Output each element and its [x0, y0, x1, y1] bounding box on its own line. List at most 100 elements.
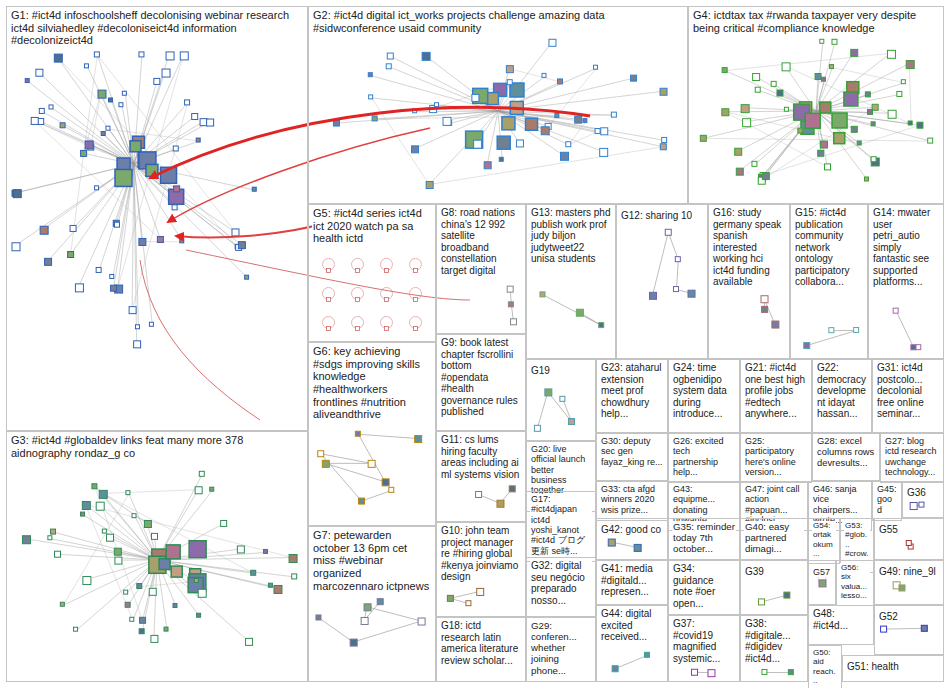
- group-label: G48: #ict4d...: [812, 608, 870, 631]
- group-label: G56: six valua... lesso...: [840, 563, 870, 600]
- vertex-layer: [12, 39, 933, 676]
- vertex-marker: [96, 502, 104, 510]
- group-label: G9: book latest chapter fscrollini botto…: [440, 337, 522, 418]
- group-label: G35: reminder today 7th october...: [672, 521, 736, 554]
- vertex-marker: [851, 49, 858, 56]
- group-label: G30: deputy sec gen fayaz_king re...: [600, 436, 664, 467]
- vertex-edge: [321, 454, 362, 501]
- group-label: G10: john team project manager re #hirin…: [440, 525, 522, 583]
- vertex-marker: [106, 534, 113, 541]
- vertex-edge: [390, 56, 498, 111]
- vertex-marker: [426, 182, 433, 189]
- vertex-marker: [264, 549, 268, 553]
- vertex-marker: [137, 584, 142, 589]
- vertex-edge: [816, 111, 854, 129]
- vertex-marker: [386, 64, 391, 69]
- vertex-marker: [94, 52, 99, 57]
- vertex-edge: [537, 392, 547, 428]
- vertex-edge: [134, 164, 248, 278]
- vertex-marker: [815, 73, 821, 79]
- vertex-edge: [816, 111, 867, 180]
- vertex-marker: [777, 90, 783, 96]
- vertex-marker: [569, 419, 575, 425]
- vertex-marker: [106, 126, 110, 130]
- vertex-marker: [675, 257, 680, 262]
- vertex-marker: [832, 39, 837, 44]
- vertex-marker: [851, 126, 857, 132]
- vertex-marker: [921, 625, 927, 631]
- vertex-marker: [55, 551, 61, 557]
- group-box: G40: easy partnered dimagi...: [740, 518, 808, 560]
- vertex-marker: [758, 599, 764, 605]
- vertex-marker: [25, 79, 29, 83]
- vertex-marker: [210, 487, 214, 491]
- group-box: G30: deputy sec gen fayaz_king re...: [596, 433, 668, 481]
- vertex-marker: [207, 119, 214, 126]
- vertex-marker: [752, 161, 757, 166]
- vertex-marker: [368, 73, 372, 77]
- vertex-marker: [901, 80, 905, 84]
- vertex-edge: [358, 434, 417, 438]
- vertex-marker: [95, 186, 99, 190]
- vertex-marker: [631, 75, 637, 81]
- vertex-marker: [867, 109, 872, 114]
- vertex-marker: [356, 297, 360, 301]
- group-label: G52: [878, 611, 899, 623]
- vertex-marker: [708, 670, 715, 677]
- vertex-edge: [157, 560, 295, 577]
- group-box: G18: ictd research latin america literat…: [436, 617, 526, 682]
- vertex-edge: [97, 55, 133, 164]
- group-box: G50: aid reach...: [808, 645, 842, 688]
- vertex-marker: [139, 238, 146, 245]
- vertex-marker: [195, 487, 202, 494]
- group-label: G5: #ict4d series ict4d ict 2020 watch p…: [312, 207, 432, 245]
- group-box: G26: excited tech partnership help...: [668, 433, 740, 483]
- group-box: G57: [808, 560, 836, 605]
- vertex-edge: [109, 129, 199, 141]
- vertex-marker: [162, 69, 170, 77]
- group-box: G22: democracy development idayat hassan…: [812, 359, 872, 433]
- group-label: G49: nine_9l: [878, 566, 937, 578]
- vertex-edge: [113, 164, 134, 277]
- vertex-marker: [81, 150, 87, 156]
- vertex-marker: [99, 490, 107, 498]
- vertex-marker: [871, 122, 875, 126]
- group-label: G16: study germany speak spanish interes…: [712, 207, 786, 288]
- vertex-marker: [124, 590, 128, 594]
- group-box: G24: time ogbenidipo system data during …: [668, 359, 740, 433]
- vertex-marker: [871, 157, 876, 162]
- vertex-edge: [446, 111, 498, 120]
- group-box: G32: digital seu negócio preparado nosso…: [526, 557, 596, 617]
- vertex-marker: [688, 290, 695, 297]
- vertex-edge: [319, 618, 353, 642]
- vertex-edge: [509, 69, 560, 82]
- group-label: G24: time ogbenidipo system data during …: [672, 362, 736, 420]
- vertex-marker: [372, 116, 377, 121]
- vertex-marker: [611, 112, 616, 117]
- vertex-marker: [194, 578, 198, 582]
- group-label: G26: excited tech partnership help...: [672, 436, 736, 477]
- vertex-edge: [832, 330, 857, 331]
- group-label: G41: media #digitald... represen...: [600, 563, 664, 598]
- vertex-edge: [833, 68, 905, 83]
- profile-image: [115, 169, 132, 186]
- vertex-marker: [881, 626, 887, 632]
- group-box: G29: conferen... whether joining phone..…: [526, 617, 596, 682]
- highlight-edges: [140, 107, 590, 420]
- vertex-marker: [114, 548, 121, 555]
- vertex-marker: [92, 484, 97, 489]
- group-label: G55: [878, 524, 899, 536]
- vertex-marker: [70, 225, 76, 231]
- vertex-marker: [110, 274, 114, 278]
- vertex-edge: [569, 122, 586, 145]
- vertex-edge: [102, 493, 147, 523]
- vertex-marker: [385, 268, 389, 272]
- vertex-edge: [896, 311, 914, 348]
- vertex-edge: [71, 164, 134, 254]
- vertex-marker: [238, 242, 245, 249]
- vertex-marker: [60, 602, 64, 606]
- group-box: G19: [526, 359, 596, 441]
- vertex-marker: [830, 65, 834, 69]
- vertex-edge: [652, 232, 668, 295]
